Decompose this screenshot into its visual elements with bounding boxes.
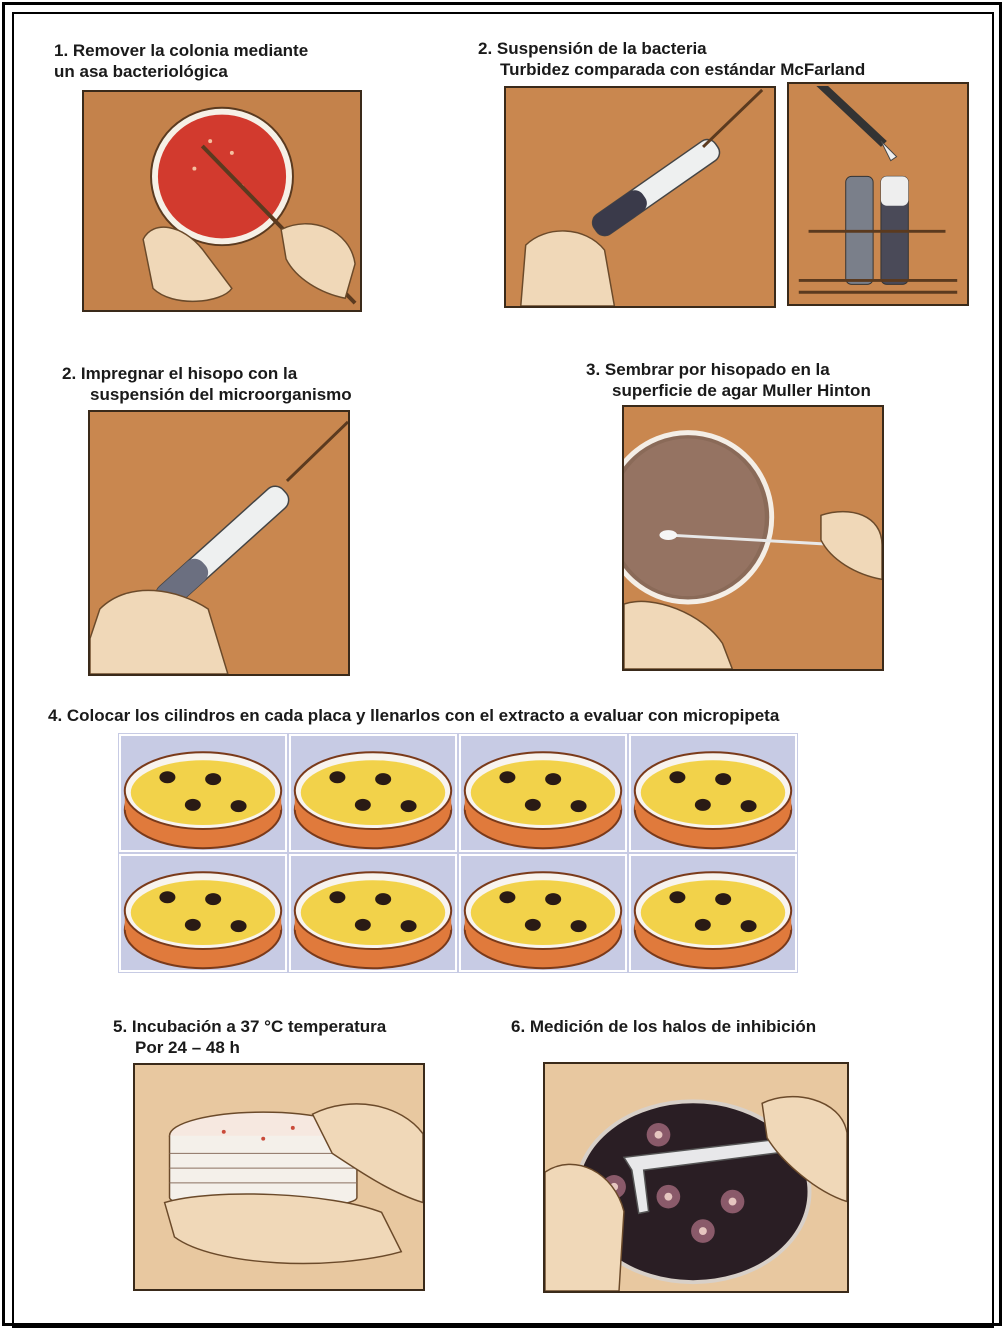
cylinder-well <box>185 799 201 811</box>
cylinder-well <box>571 920 587 932</box>
step-3-streaking-illustration <box>622 405 884 671</box>
cylinder-well <box>355 799 371 811</box>
step-5-incubation-illustration <box>133 1063 425 1291</box>
step-2b-line2: suspensión del microorganismo <box>62 384 352 405</box>
cylinder-well <box>375 893 391 905</box>
cylinder-well <box>355 919 371 931</box>
step-1-illustration <box>82 90 362 312</box>
petri-plate <box>630 855 796 971</box>
petri-plate <box>120 735 286 851</box>
cylinder-well <box>499 891 515 903</box>
step-3-caption: 3. Sembrar por hisopado en la superficie… <box>586 359 871 401</box>
cylinder-well <box>695 799 711 811</box>
cylinder-well <box>545 893 561 905</box>
cylinder-well <box>159 771 175 783</box>
step-3-line1: 3. Sembrar por hisopado en la <box>586 359 871 380</box>
cylinder-well <box>329 891 345 903</box>
cylinder-well <box>205 773 221 785</box>
cylinder-well <box>205 893 221 905</box>
cylinder-well <box>401 920 417 932</box>
step-6-caption: 6. Medición de los halos de inhibición <box>511 1016 816 1037</box>
cylinder-well <box>741 920 757 932</box>
cylinder-well <box>545 773 561 785</box>
cylinder-well <box>571 800 587 812</box>
step-4-caption: 4. Colocar los cilindros en cada placa y… <box>48 705 779 726</box>
cylinder-well <box>525 799 541 811</box>
step-4-line1: 4. Colocar los cilindros en cada placa y… <box>48 705 779 726</box>
cylinder-well <box>741 800 757 812</box>
cylinder-well <box>695 919 711 931</box>
step-1-line2: un asa bacteriológica <box>54 61 308 82</box>
cylinder-well <box>329 771 345 783</box>
cylinder-well <box>715 773 731 785</box>
step-5-line1: 5. Incubación a 37 °C temperatura <box>113 1016 386 1037</box>
step-2a-line2: Turbidez comparada con estándar McFarlan… <box>478 59 865 80</box>
step-3-line2: superficie de agar Muller Hinton <box>586 380 871 401</box>
step-2b-swab-illustration <box>88 410 350 676</box>
cylinder-well <box>375 773 391 785</box>
step-5-line2: Por 24 – 48 h <box>113 1037 386 1058</box>
petri-plate <box>460 735 626 851</box>
step-1-line1: 1. Remover la colonia mediante <box>54 40 308 61</box>
petri-plate <box>290 855 456 971</box>
step-2a-mcfarland-illustration <box>787 82 969 306</box>
cylinder-well <box>231 800 247 812</box>
cylinder-well <box>669 771 685 783</box>
petri-plate <box>460 855 626 971</box>
petri-plate <box>630 735 796 851</box>
petri-plates-grid <box>118 733 798 973</box>
step-2b-line1: 2. Impregnar el hisopo con la <box>62 363 352 384</box>
petri-plate <box>120 855 286 971</box>
step-6-measurement-illustration <box>543 1062 849 1293</box>
plates-svg <box>118 733 798 973</box>
cylinder-well <box>159 891 175 903</box>
step-2a-tube-illustration <box>504 86 776 308</box>
cylinder-well <box>669 891 685 903</box>
step-5-caption: 5. Incubación a 37 °C temperatura Por 24… <box>113 1016 386 1058</box>
cylinder-well <box>185 919 201 931</box>
cylinder-well <box>401 800 417 812</box>
step-2a-line1: 2. Suspensión de la bacteria <box>478 38 865 59</box>
step-1-caption: 1. Remover la colonia mediante un asa ba… <box>54 40 308 82</box>
step-2b-caption: 2. Impregnar el hisopo con la suspensión… <box>62 363 352 405</box>
petri-plate <box>290 735 456 851</box>
cylinder-well <box>231 920 247 932</box>
cylinder-well <box>715 893 731 905</box>
step-2a-caption: 2. Suspensión de la bacteria Turbidez co… <box>478 38 865 80</box>
cylinder-well <box>525 919 541 931</box>
step-6-line1: 6. Medición de los halos de inhibición <box>511 1016 816 1037</box>
cylinder-well <box>499 771 515 783</box>
